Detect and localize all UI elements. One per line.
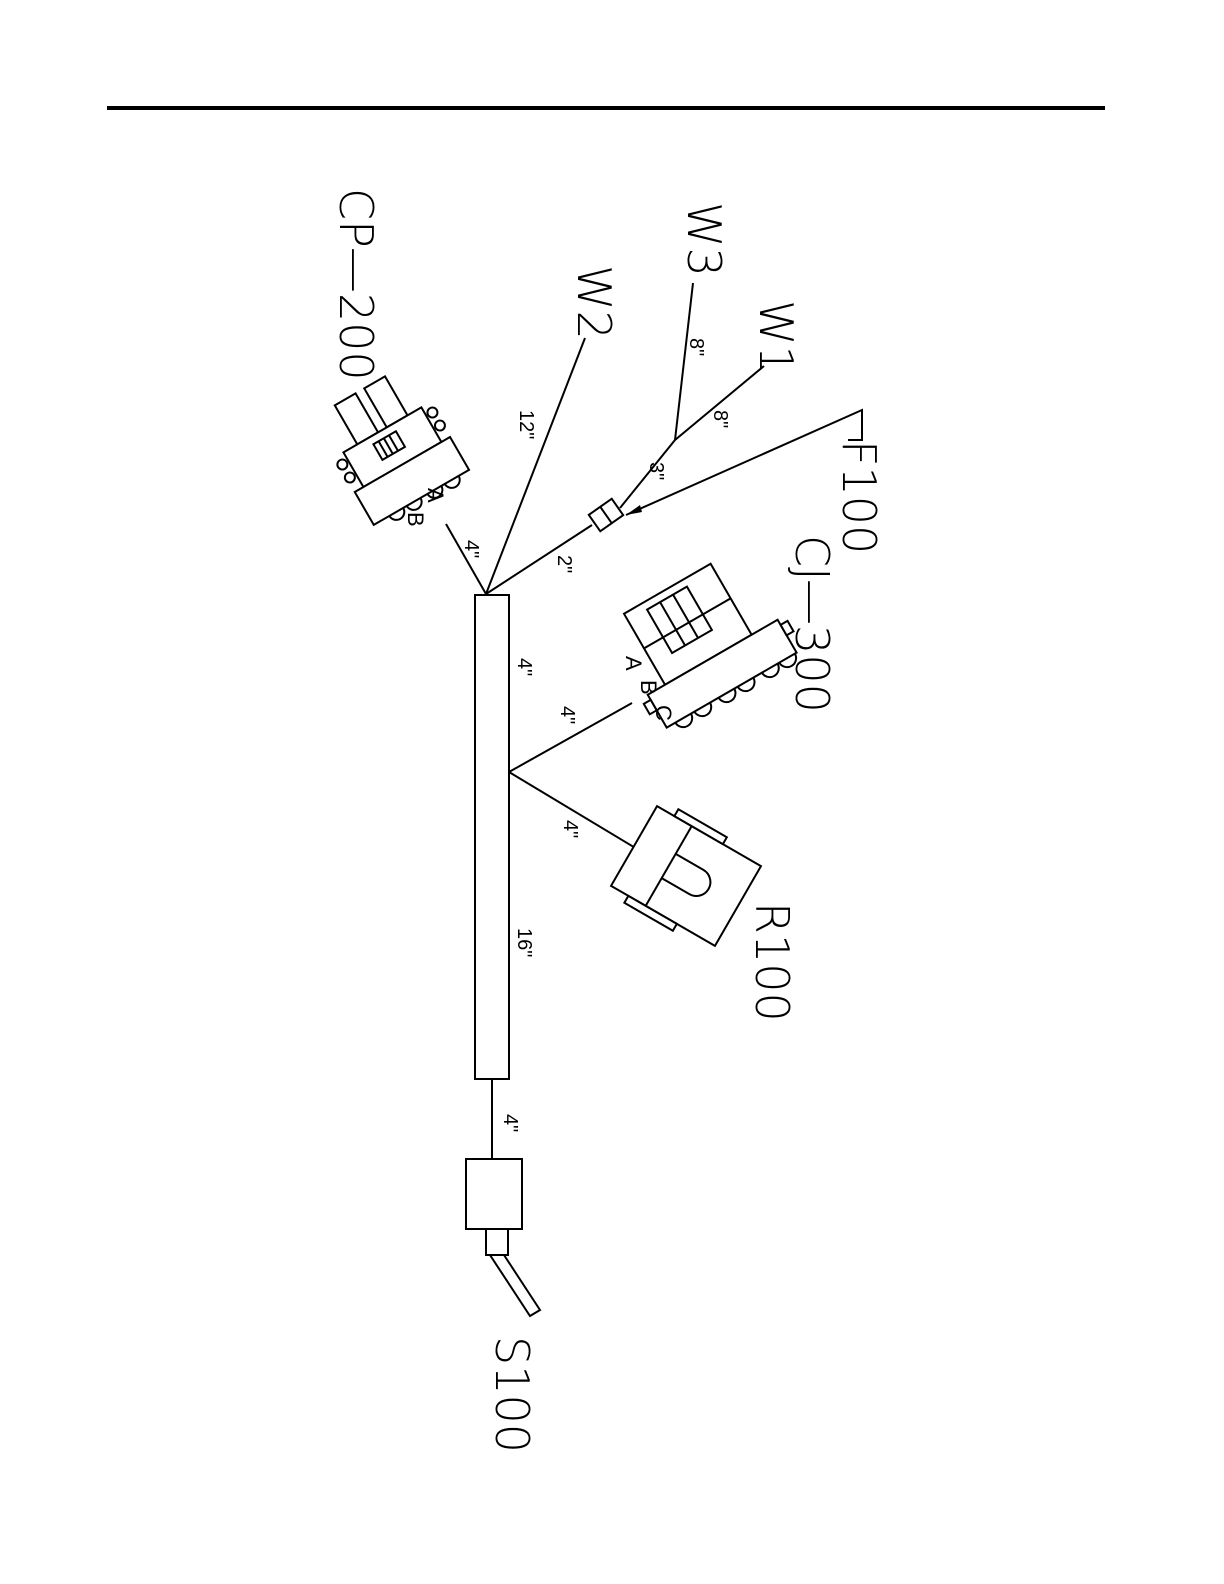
wire-w1 — [675, 366, 764, 440]
dim-r100-lead: 4" — [559, 820, 581, 838]
wire-w3 — [675, 283, 693, 440]
cp200-connector — [311, 362, 475, 532]
label-r100: R100 — [745, 902, 799, 1022]
cj300-pin-c: C — [651, 705, 676, 721]
label-w3: W3 — [677, 202, 731, 277]
dim-branch-lead: 2" — [553, 555, 575, 573]
dim-w2-lead: 12" — [515, 410, 537, 439]
arrowhead-f100 — [626, 505, 642, 515]
dim-trunk-upper: 4" — [513, 658, 535, 676]
s100-switch-body — [466, 1159, 522, 1229]
dim-cp200-lead: 4" — [460, 540, 482, 558]
cj300-pin-a: A — [621, 656, 646, 671]
s100-switch-lever — [490, 1255, 540, 1316]
page-header-rule — [107, 106, 1105, 110]
wire-r100 — [509, 772, 642, 852]
cp200-pin-a: A — [423, 488, 448, 503]
cj300-pin-b: B — [636, 680, 661, 695]
fuse-holder — [589, 499, 623, 531]
label-s100: S100 — [485, 1336, 539, 1453]
dim-s100-lead: 4" — [499, 1114, 521, 1132]
label-cj300: CJ—300 — [785, 535, 839, 713]
dim-cj300-lead: 4" — [556, 706, 578, 724]
r100-relay — [607, 799, 765, 953]
dim-trunk-main: 16" — [513, 928, 535, 957]
label-cp200: CP—200 — [329, 188, 383, 381]
label-f100: F100 — [832, 440, 886, 554]
s100-switch-stem — [486, 1229, 508, 1255]
wire-branch — [486, 525, 592, 594]
cj300-connector — [600, 545, 808, 740]
label-w2: W2 — [567, 265, 621, 340]
harness-trunk — [475, 595, 509, 1079]
dim-w3-lead: 8" — [685, 338, 707, 356]
wire-cp200 — [446, 524, 486, 594]
cp200-pin-b: B — [403, 512, 428, 527]
dim-w1-lead: 8" — [709, 410, 731, 428]
label-w1: W1 — [749, 300, 803, 375]
dim-fuse-lead: 3" — [645, 462, 667, 480]
